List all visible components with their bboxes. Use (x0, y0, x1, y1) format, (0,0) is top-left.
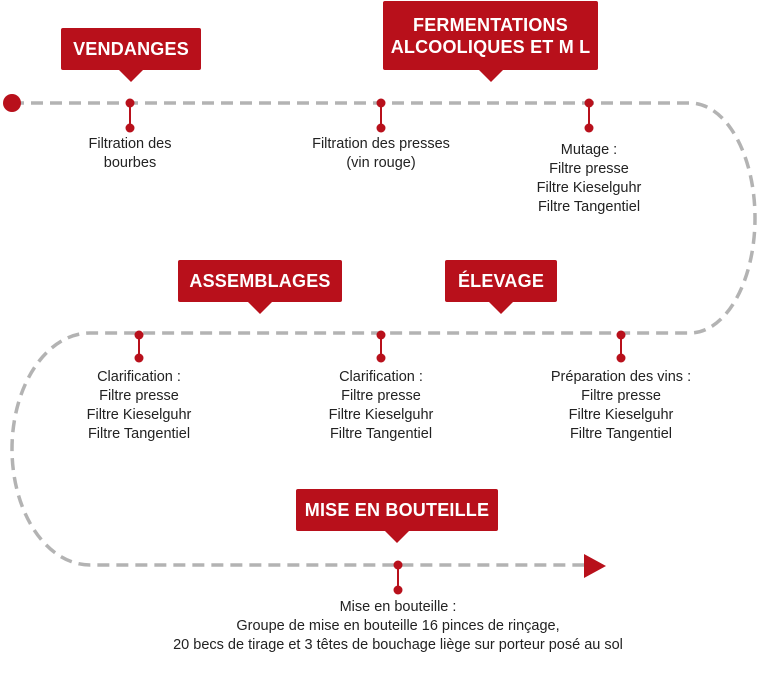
step-mise-en-bouteille: Mise en bouteille : Groupe de mise en bo… (173, 598, 623, 655)
dashed-timeline (10, 101, 757, 567)
pin-filtration-presses (376, 98, 386, 133)
pin-mutage (584, 98, 594, 133)
stage-fermentations: FERMENTATIONS ALCOOLIQUES ET M L (383, 1, 598, 82)
step-line: Filtre Kieselguhr (536, 180, 642, 196)
step-mutage: Mutage : Filtre presse Filtre Kieselguhr… (537, 141, 642, 217)
pin-mise-en-bouteille (393, 560, 403, 595)
pin-preparation-vins (616, 330, 626, 363)
step-clarification-2: Clarification : Filtre presse Filtre Kie… (329, 368, 434, 444)
step-line: Mise en bouteille : (339, 599, 457, 615)
stage-assemblages: ASSEMBLAGES (178, 260, 342, 314)
step-filtration-bourbes: Filtration des bourbes (88, 135, 171, 173)
step-line: Groupe de mise en bouteille 16 pinces de… (236, 618, 560, 634)
step-filtration-presses: Filtration des presses (vin rouge) (312, 135, 450, 173)
stage-mise-en-bouteille: MISE EN BOUTEILLE (296, 489, 498, 543)
pin-clarification-1 (134, 330, 144, 363)
step-line: Clarification : (339, 369, 423, 385)
pin-filtration-bourbes (125, 98, 135, 133)
end-arrow-icon (584, 554, 606, 578)
step-line: Filtre Kieselguhr (568, 407, 674, 423)
step-line: Filtre presse (549, 161, 629, 177)
step-line: Filtre Tangentiel (329, 426, 433, 442)
step-line: 20 becs de tirage et 3 têtes de bouchage… (173, 637, 623, 653)
step-line: Filtre Kieselguhr (86, 407, 192, 423)
stage-elevage: ÉLEVAGE (445, 260, 557, 314)
step-line: Préparation des vins : (550, 369, 692, 385)
step-line: Filtre presse (341, 388, 421, 404)
step-line: Filtre presse (99, 388, 179, 404)
step-line: Filtre Tangentiel (569, 426, 673, 442)
step-line: Filtration des (88, 136, 172, 152)
start-dot (3, 94, 21, 112)
step-line: Filtre presse (581, 388, 661, 404)
stage-vendanges: VENDANGES (61, 28, 201, 82)
step-clarification-1: Clarification : Filtre presse Filtre Kie… (87, 368, 192, 444)
step-line: Mutage : (560, 142, 618, 158)
step-line: Clarification : (97, 369, 181, 385)
step-preparation-vins: Préparation des vins : Filtre presse Fil… (551, 368, 691, 444)
step-line: Filtre Tangentiel (537, 199, 641, 215)
step-line: Filtre Tangentiel (87, 426, 191, 442)
step-line: Filtre Kieselguhr (328, 407, 434, 423)
step-line: bourbes (103, 155, 157, 171)
pin-clarification-2 (376, 330, 386, 363)
step-line: (vin rouge) (346, 155, 416, 171)
step-line: Filtration des presses (312, 136, 450, 152)
